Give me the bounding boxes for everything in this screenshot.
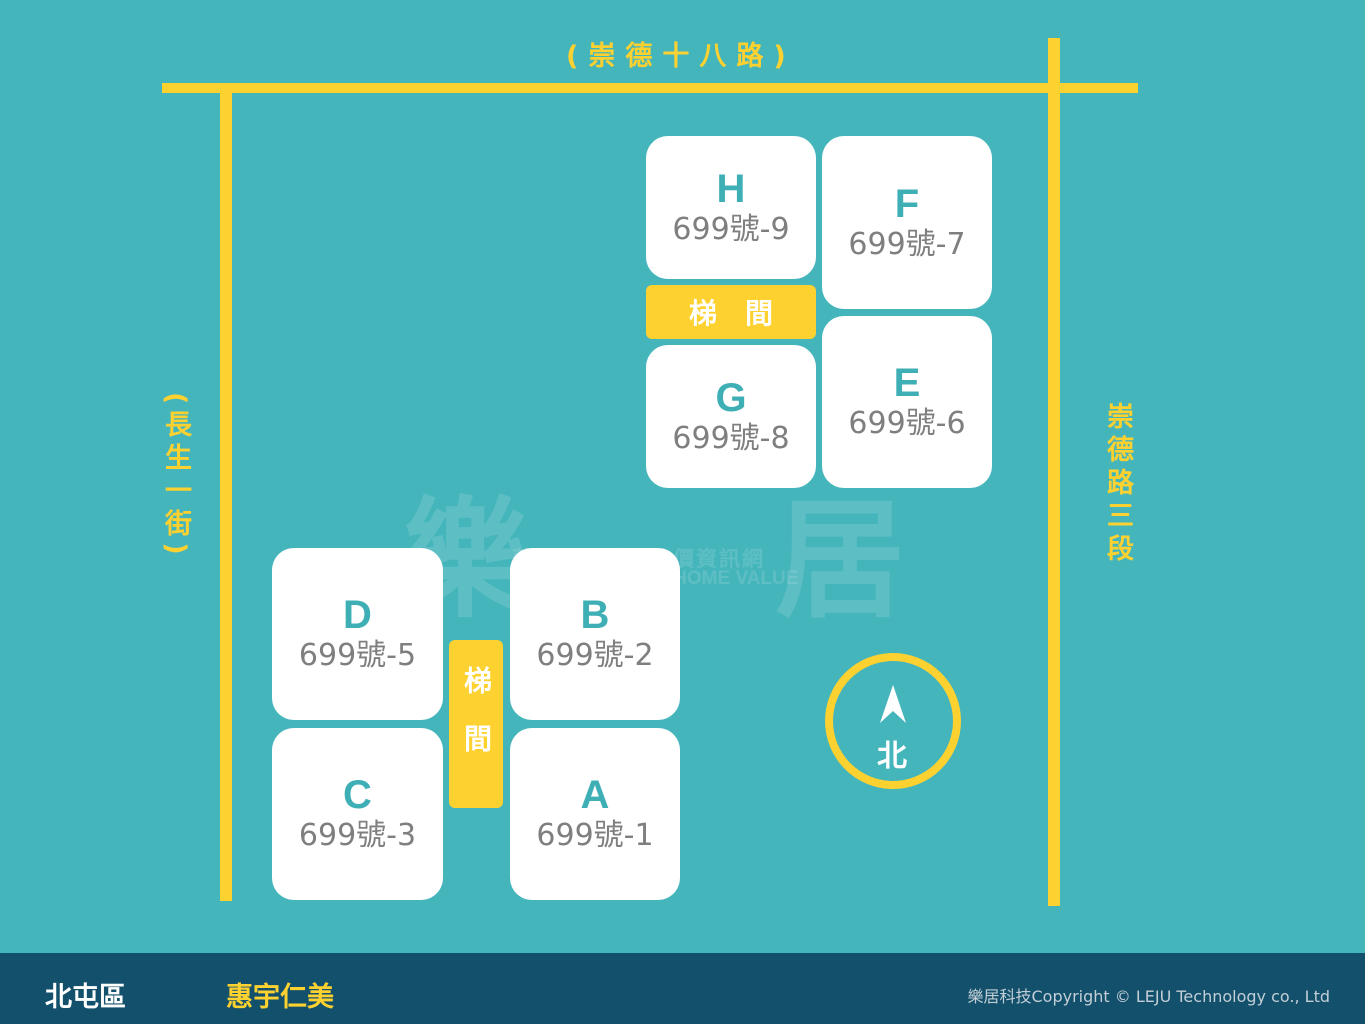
unit-letter: B — [580, 593, 610, 637]
unit-letter: F — [894, 181, 920, 226]
compass-label: 北 — [877, 739, 907, 774]
road-label-right: 崇德路三段 — [1102, 402, 1133, 567]
project-name: 惠宇仁美 — [226, 982, 334, 1013]
copyright: 樂居科技Copyright © LEJU Technology co., Ltd — [967, 987, 1330, 1006]
unit-address: 699號-7 — [848, 226, 966, 262]
unit-letter: A — [580, 773, 610, 817]
watermark-logo-right: 居 — [775, 484, 906, 636]
road-right — [1048, 38, 1060, 906]
stairwell-north: 梯 間 — [646, 285, 816, 339]
unit-address: 699號-2 — [536, 638, 654, 673]
district-label: 北屯區 — [45, 982, 126, 1013]
unit-letter: H — [716, 166, 746, 211]
unit-letter: D — [343, 593, 372, 637]
road-top — [162, 83, 1138, 93]
north-arrow-icon — [880, 685, 906, 723]
unit-letter: E — [893, 361, 921, 405]
unit-address: 699號-1 — [536, 818, 654, 853]
unit-address: 699號-6 — [848, 406, 966, 441]
unit-letter: G — [715, 375, 747, 420]
unit-address: 699號-9 — [672, 211, 790, 247]
road-label-left: (長生一街) — [160, 392, 191, 561]
unit-address: 699號-8 — [672, 420, 790, 456]
unit-address: 699號-5 — [298, 638, 417, 673]
stairwell-south: 梯間 — [449, 640, 503, 808]
compass: 北 — [825, 653, 961, 789]
road-left — [220, 93, 232, 901]
road-label-top: (崇德十八路) — [566, 41, 796, 72]
footer: 北屯區 惠宇仁美 樂居科技Copyright © LEJU Technology… — [0, 953, 1365, 1024]
unit-letter: C — [343, 773, 372, 817]
unit-address: 699號-3 — [298, 818, 417, 853]
